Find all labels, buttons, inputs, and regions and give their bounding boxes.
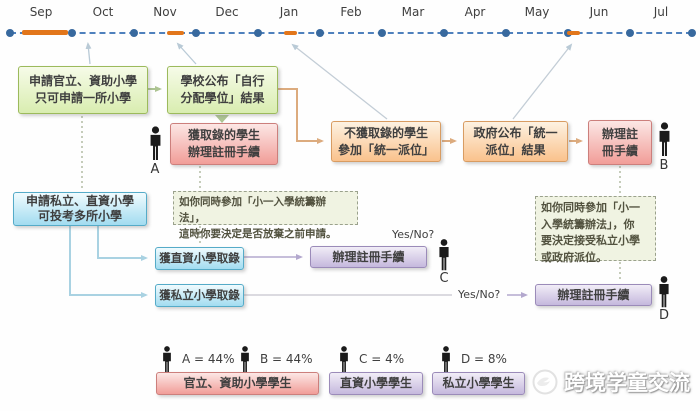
timeline-dot <box>688 29 696 37</box>
timeline-dot <box>68 29 76 37</box>
timeline-dot <box>378 29 386 37</box>
month-label: Apr <box>464 5 486 19</box>
month-label: Nov <box>153 5 177 19</box>
timeline-highlight-jan <box>284 31 297 35</box>
box-school-result: 學校公布「自行 分配學位」結果 <box>167 66 278 114</box>
month-label: Sep <box>29 5 53 19</box>
person-b-icon <box>657 122 672 157</box>
note-poa-middle: 如你同時參加「小一入學統籌辦法」， 這時你要決定是否放棄之前申請。 <box>173 191 358 240</box>
timeline-dot <box>192 29 200 37</box>
box-text: 只可申請一所小學 <box>34 91 131 105</box>
legend-person-a-icon <box>161 346 173 373</box>
person-d-label: D <box>658 308 669 323</box>
box-apply-private: 申請私立、直資小學 可投考多所小學 <box>13 192 147 226</box>
yes-no-label-d: Yes/No? <box>458 288 501 301</box>
timeline-highlight-nov <box>167 31 184 35</box>
legend-box-dss-students: 直資小學學生 <box>329 372 423 395</box>
box-private-admitted: 獲私立小學取錄 <box>155 284 244 307</box>
legend-text: 直資小學學生 <box>339 376 412 391</box>
legend-box-private-students: 私立小學學生 <box>432 372 525 395</box>
legend-c-value: C = 4% <box>359 352 405 366</box>
box-text: 辦理註冊手續 <box>332 249 405 264</box>
box-text: 分配學位」結果 <box>180 91 265 105</box>
legend-text: 官立、資助小學學生 <box>183 376 292 391</box>
box-text: 辦理註冊手續 <box>557 287 630 302</box>
watermark: 跨境学童交流 <box>532 367 690 397</box>
box-text: 獲直資小學取錄 <box>159 251 240 266</box>
note-text: 要決定接受私立小學 <box>541 234 640 247</box>
box-text: 申請私立、直資小學 <box>25 194 134 208</box>
month-label: May <box>524 5 550 19</box>
timeline-dot <box>254 29 262 37</box>
legend-box-government-students: 官立、資助小學學生 <box>156 372 319 395</box>
note-text: 或政府派位。 <box>541 250 607 264</box>
timeline-dot <box>130 29 138 37</box>
connector-private-to-dss-admitted <box>97 226 148 261</box>
person-d-icon <box>657 276 671 308</box>
box-text: 獲私立小學取錄 <box>159 288 240 303</box>
box-text: 獲取錄的學生 <box>187 128 260 143</box>
box-text: 辦理註冊手續 <box>187 145 260 159</box>
month-label: Mar <box>401 5 425 19</box>
box-register-b: 辦理註 冊手續 <box>588 120 652 165</box>
legend-text: 私立小學學生 <box>442 376 515 391</box>
note-text: 如你同時參加「小一入學統籌辦法」， <box>179 196 326 224</box>
note-text: 如你同時參加「小一 <box>541 201 640 214</box>
yes-no-label-c: Yes/No? <box>392 228 435 241</box>
box-register-c: 辦理註冊手續 <box>310 246 427 268</box>
person-a-icon <box>148 126 163 161</box>
box-text: 政府公布「統一 <box>473 125 558 140</box>
box-text: 不獲取錄的學生 <box>343 125 428 140</box>
person-c-icon <box>437 239 451 271</box>
connector-school-to-admitted-arrow <box>215 115 229 123</box>
person-c-label: C <box>439 271 449 286</box>
connector-school-to-timeline-nov <box>176 42 197 65</box>
timeline-highlight-sep <box>22 30 68 35</box>
box-text: 申請官立、資助小學 <box>28 74 137 89</box>
month-label: Jan <box>279 5 299 19</box>
timeline-dot <box>502 29 510 37</box>
person-a-label: A <box>150 162 160 177</box>
box-text: 辦理註 <box>601 126 638 141</box>
connector-private-to-private-admitted <box>69 226 148 298</box>
timeline-dot <box>6 29 14 37</box>
legend-person-d-icon <box>440 346 452 373</box>
note-text: 入學統籌辦法」，你 <box>541 217 635 231</box>
timeline-axis <box>10 32 692 34</box>
legend-b-value: B = 44% <box>260 352 313 366</box>
person-b-label: B <box>659 158 669 173</box>
connector-gov-result-to-timeline-jun <box>512 43 573 120</box>
connector-school-to-not-admitted <box>278 88 324 144</box>
legend-d-value: D = 8% <box>461 352 507 366</box>
timeline-dot <box>626 29 634 37</box>
connector-apply-to-timeline-sep <box>85 42 92 65</box>
box-text: 參加「統一派位」 <box>337 142 434 157</box>
timeline-dot <box>316 29 324 37</box>
box-text: 冊手續 <box>601 143 638 158</box>
box-register-d: 辦理註冊手續 <box>535 284 652 306</box>
box-admitted-register: 獲取錄的學生 辦理註冊手續 <box>170 123 278 165</box>
connector-not-admitted-to-timeline-jan <box>291 43 388 120</box>
month-label: Dec <box>215 5 239 19</box>
legend-a-value: A = 44% <box>182 352 235 366</box>
timeline-dot <box>440 29 448 37</box>
month-label: Feb <box>340 5 362 19</box>
legend-person-c-icon <box>338 346 350 373</box>
box-text: 學校公布「自行 <box>180 74 265 89</box>
month-label: Jun <box>589 5 609 19</box>
watermark-logo-icon <box>532 369 558 395</box>
box-text: 可投考多所小學 <box>37 209 122 223</box>
note-poa-right: 如你同時參加「小一 入學統籌辦法」，你 要決定接受私立小學 或政府派位。 <box>535 196 656 264</box>
timeline-highlight-jun <box>567 31 580 35</box>
legend-person-b-icon <box>239 346 251 373</box>
month-label: Jul <box>653 5 669 19</box>
box-not-admitted: 不獲取錄的學生 參加「統一派位」 <box>331 121 441 162</box>
watermark-text: 跨境学童交流 <box>564 371 690 395</box>
note-text: 這時你要決定是否放棄之前申請。 <box>179 227 337 240</box>
box-dss-admitted: 獲直資小學取錄 <box>155 247 244 270</box>
month-label: Oct <box>92 5 114 19</box>
box-apply-government: 申請官立、資助小學 只可申請一所小學 <box>18 66 148 114</box>
box-gov-result: 政府公布「統一 派位」結果 <box>463 121 568 162</box>
box-text: 派位」結果 <box>485 142 546 157</box>
